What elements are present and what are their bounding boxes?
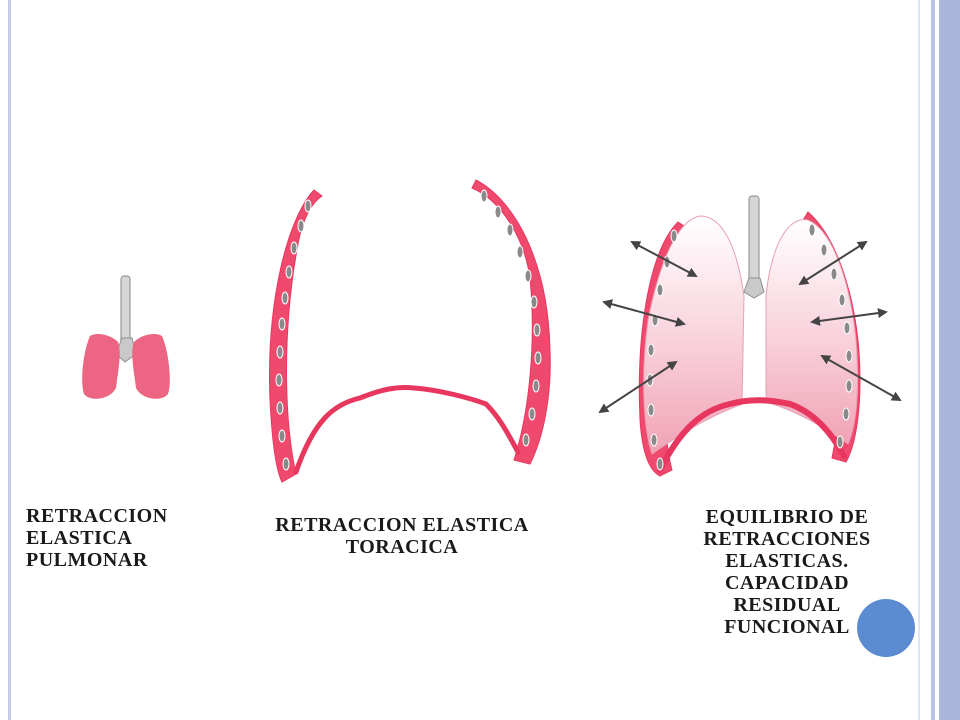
chest-wall-left (269, 189, 323, 483)
rib-section (285, 265, 293, 279)
thorax-icon (269, 179, 551, 483)
rib-section (845, 379, 853, 393)
diaphragm-3 (657, 397, 847, 473)
caption-line: RETRACCION ELASTICA (275, 514, 529, 536)
rib-section (282, 457, 290, 471)
rib-section (843, 321, 851, 335)
rib-section (278, 429, 286, 443)
rib-section (281, 291, 289, 305)
rib-section (278, 317, 286, 331)
lungs-in-chest-icon (598, 195, 902, 477)
small-right-lung (132, 334, 170, 399)
caption-line: CAPACIDAD (724, 572, 850, 594)
rib-section (275, 373, 283, 387)
rib-section (297, 219, 305, 233)
double-arrow-icon (798, 240, 868, 286)
rib-section (838, 293, 846, 307)
rib-section (530, 295, 538, 309)
ribs-right (480, 189, 542, 447)
rib-section (494, 205, 502, 219)
caption-line: PULMONAR (26, 549, 148, 571)
trachea-3 (748, 195, 760, 287)
carina-3 (743, 277, 765, 299)
rib-section (534, 351, 542, 365)
caption-line: ELASTICA (26, 527, 133, 549)
rib-section (524, 269, 532, 283)
rib-section (533, 323, 541, 337)
rib-section (506, 223, 514, 237)
caption-pulmonary-recoil: RETRACCION ELASTICA PULMONAR (26, 505, 226, 571)
caption-line: RETRACCIONES (703, 528, 871, 550)
small-lungs-icon (82, 275, 170, 399)
rib-section (670, 229, 678, 243)
rib-section (647, 403, 655, 417)
rib-section (836, 435, 844, 449)
caption-line: TORACICA (345, 536, 459, 558)
rib-section (480, 189, 488, 203)
rib-section (830, 267, 838, 281)
caption-line: EQUILIBRIO DE (705, 506, 869, 528)
caption-line: ELASTICAS. (725, 550, 849, 572)
rib-section (845, 349, 853, 363)
force-arrows (598, 240, 902, 414)
rib-section (820, 243, 828, 257)
chest-wall-right (471, 179, 551, 465)
double-arrow-icon (630, 241, 698, 277)
rib-section (516, 245, 524, 259)
slide-frame-right (918, 0, 960, 720)
double-arrow-icon (810, 308, 888, 326)
caption-line: FUNCIONAL (724, 616, 850, 638)
rib-section (656, 457, 664, 471)
caption-line: RETRACCION (26, 505, 168, 527)
rib-section (304, 199, 312, 213)
caption-thoracic-recoil: RETRACCION ELASTICA TORACICA (236, 514, 568, 558)
rib-section (650, 433, 658, 447)
left-lung (643, 215, 745, 455)
rib-section (532, 379, 540, 393)
rib-section (656, 283, 664, 297)
double-arrow-icon (820, 355, 902, 401)
small-left-lung (82, 334, 120, 399)
rib-section (808, 223, 816, 237)
rib-section (528, 407, 536, 421)
rib-section (842, 407, 850, 421)
caption-recoil-equilibrium: EQUILIBRIO DE RETRACCIONES ELASTICAS. CA… (662, 506, 912, 638)
rib-section (290, 241, 298, 255)
rib-section (276, 401, 284, 415)
thorax-diaphragm (293, 385, 521, 475)
slide-frame-left (8, 0, 11, 720)
circle-icon (857, 599, 915, 657)
rib-section (522, 433, 530, 447)
rib-section (276, 345, 284, 359)
rib-section (647, 343, 655, 357)
caption-line: RESIDUAL (733, 594, 841, 616)
trachea (120, 275, 131, 347)
double-arrow-icon (598, 360, 678, 414)
double-arrow-icon (602, 299, 686, 327)
ribs-left (275, 199, 312, 471)
